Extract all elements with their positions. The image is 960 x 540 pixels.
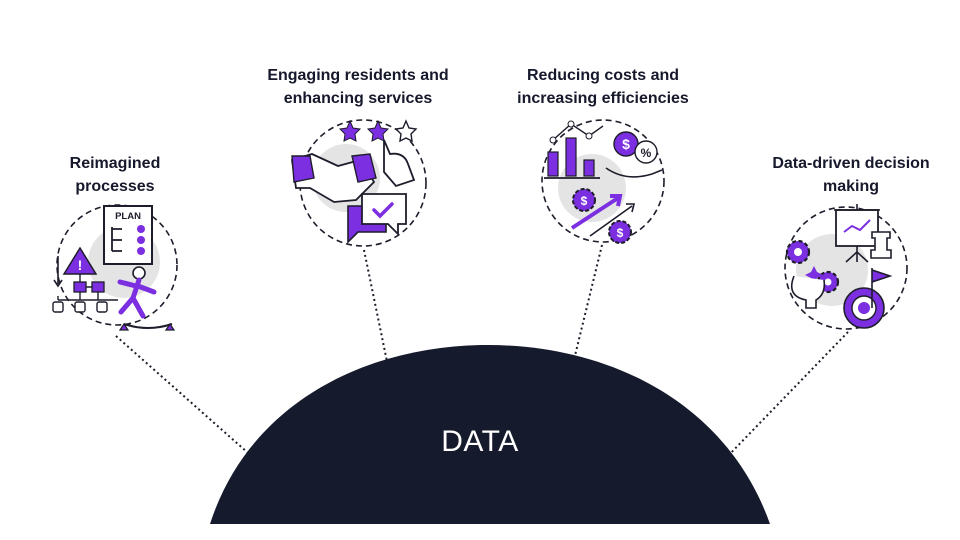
label-reducing-costs: Reducing costs and increasing efficienci…	[517, 67, 689, 107]
connector-3	[570, 244, 603, 373]
check-icon	[372, 202, 394, 219]
star-icon	[366, 119, 390, 142]
svg-text:$: $	[617, 226, 624, 240]
plan-process-icon: PLAN !	[52, 204, 178, 331]
svg-text:$: $	[581, 194, 588, 208]
plan-icon-text: PLAN	[115, 211, 141, 222]
connector-2	[363, 249, 391, 377]
decision-strategy-icon	[784, 204, 908, 330]
data-center-label: DATA	[441, 425, 519, 458]
svg-text:$: $	[622, 136, 630, 152]
connector-1	[115, 335, 257, 461]
label-reimagined-processes: Reimagined processes	[69, 155, 161, 195]
svg-text:%: %	[641, 146, 652, 160]
star-icon	[394, 119, 418, 143]
handshake-rating-icon	[290, 119, 427, 247]
data-dome	[210, 345, 770, 524]
label-data-driven-decisions: Data-driven decision making	[772, 155, 930, 195]
star-icon	[338, 119, 362, 142]
svg-text:!: !	[78, 257, 83, 273]
label-engaging-residents: Engaging residents and enhancing service…	[267, 67, 449, 107]
cost-efficiency-icon: $ % $ $	[541, 119, 665, 244]
connector-4	[723, 331, 849, 461]
